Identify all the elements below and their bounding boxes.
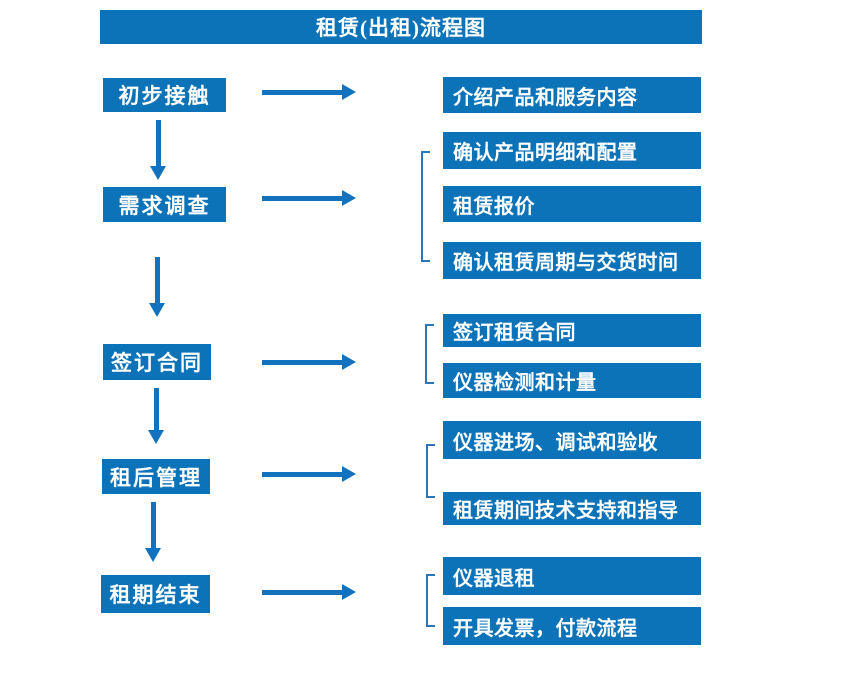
detail-box-invoice-payment: 开具发票，付款流程	[443, 607, 701, 645]
down-arrow-icon-3	[148, 388, 164, 444]
detail-box-instrument-testing: 仪器检测和计量	[443, 363, 701, 398]
detail-box-sign-rental-contract: 签订租赁合同	[443, 314, 701, 347]
group-bracket-sign-contract	[425, 324, 434, 384]
right-arrow-icon-4	[262, 466, 356, 482]
step-box-requirement-survey: 需求调查	[103, 187, 226, 222]
step-box-rental-end: 租期结束	[101, 575, 210, 613]
right-arrow-icon-1	[262, 84, 356, 100]
step-box-initial-contact: 初步接触	[103, 78, 226, 112]
down-arrow-icon-4	[145, 502, 161, 562]
detail-box-rental-quotation: 租赁报价	[443, 186, 701, 222]
step-box-sign-contract: 签订合同	[103, 344, 211, 380]
down-arrow-icon-2	[149, 257, 165, 317]
detail-box-confirm-product-config: 确认产品明细和配置	[443, 132, 701, 169]
detail-box-technical-support: 租赁期间技术支持和指导	[443, 492, 701, 525]
right-arrow-icon-3	[262, 354, 356, 370]
title-bar: 租赁(出租)流程图	[100, 10, 702, 44]
detail-box-confirm-period-delivery: 确认租赁周期与交货时间	[443, 242, 701, 279]
group-bracket-requirement-survey	[421, 151, 430, 262]
detail-box-introduce-products: 介绍产品和服务内容	[443, 77, 701, 113]
detail-box-instrument-return: 仪器退租	[443, 557, 701, 595]
group-bracket-rental-end	[426, 574, 435, 627]
down-arrow-icon-1	[150, 120, 166, 180]
right-arrow-icon-2	[262, 190, 356, 206]
group-bracket-post-rental-management	[426, 444, 435, 498]
page-title: 租赁(出租)流程图	[316, 16, 486, 40]
detail-box-instrument-setup-acceptance: 仪器进场、调试和验收	[443, 421, 701, 459]
right-arrow-icon-5	[262, 584, 356, 600]
step-box-post-rental-management: 租后管理	[102, 459, 210, 494]
